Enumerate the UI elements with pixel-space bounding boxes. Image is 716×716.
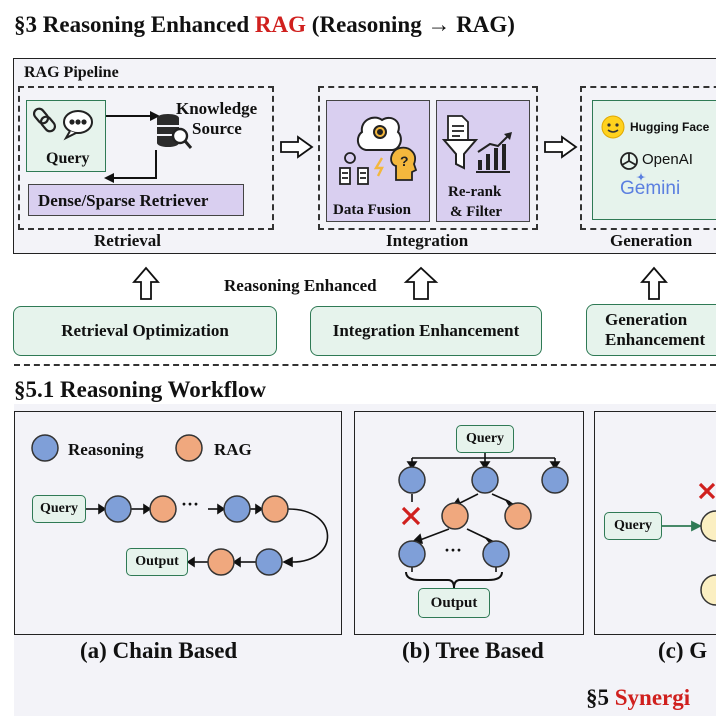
chain-ellipsis: ··· — [181, 494, 200, 514]
integration-enhancement-label: Integration Enhancement — [332, 321, 520, 341]
brain-gear-icon — [356, 116, 402, 151]
generation-enhancement-label-1: Generation — [605, 310, 688, 330]
retrieval-optimization-label: Retrieval Optimization — [61, 321, 229, 341]
openai-icon — [620, 152, 638, 170]
legend-rag-node — [175, 434, 203, 462]
tree-query-label: Query — [465, 431, 505, 446]
graph-node-lower — [700, 574, 716, 606]
database-search-icon — [157, 114, 193, 149]
tree-output-box: Output — [418, 588, 490, 618]
up-arrow-retrieval — [132, 266, 160, 300]
generation-group — [580, 86, 716, 230]
graph-prune-x-icon — [698, 482, 716, 500]
section-3-title: §3 Reasoning Enhanced RAG (Reasoning → R… — [14, 12, 515, 38]
integration-group — [318, 86, 538, 230]
title-highlight: RAG — [254, 12, 307, 37]
rerank-filter-icon — [441, 115, 512, 173]
tree-output-label: Output — [430, 594, 478, 611]
data-fusion-label: Data Fusion — [333, 202, 411, 218]
chain-node-3 — [223, 495, 251, 523]
chain-query-label: Query — [39, 501, 79, 516]
hollow-arrow-1 — [280, 135, 314, 159]
generation-label: Generation — [610, 231, 693, 250]
knowledge-label: Knowledge — [176, 99, 258, 118]
footer-highlight: Synergi — [614, 685, 691, 710]
chain-output-label: Output — [135, 554, 179, 569]
title-prefix: §3 Reasoning Enhanced — [14, 12, 255, 37]
legend-rag-label: RAG — [214, 440, 252, 459]
arrow-to-retriever — [104, 150, 157, 183]
gemini-spark-icon — [636, 172, 646, 182]
title-suffix: (Reasoning → RAG) — [306, 12, 515, 37]
document-icon — [447, 115, 469, 141]
link-icon — [32, 107, 57, 133]
openai-label: OpenAI — [642, 151, 693, 168]
people-docs-icon — [339, 152, 369, 185]
graph-query-label: Query — [613, 518, 653, 533]
chain-output-box: Output — [126, 548, 188, 576]
chain-node-2 — [149, 495, 177, 523]
legend-reasoning-node — [31, 434, 59, 462]
tree-node-l2-left — [441, 502, 469, 530]
tree-prune-x-icon — [401, 506, 421, 526]
footer-prefix: §5 — [586, 685, 615, 710]
chat-bubbles-icon — [63, 110, 93, 141]
graph-query-box: Query — [604, 512, 662, 540]
arrow-query-to-source — [106, 111, 160, 121]
caption-chain: (a) Chain Based — [80, 638, 238, 663]
retrieval-label: Retrieval — [94, 231, 162, 250]
tree-node-l3-left — [398, 540, 426, 568]
retriever-box — [28, 184, 244, 216]
funnel-icon — [441, 139, 479, 170]
legend-reasoning-label: Reasoning — [68, 440, 144, 459]
svg-text:?: ? — [400, 153, 409, 169]
tree-node-l1-left — [398, 466, 426, 494]
tree-query-box: Query — [456, 425, 514, 453]
rerank-label-1: Re-rank — [448, 184, 502, 200]
bar-chart-icon — [476, 144, 510, 173]
chain-node-4 — [261, 495, 289, 523]
tree-node-l2-right — [504, 502, 532, 530]
head-question-icon: ? — [390, 146, 418, 181]
up-arrow-generation — [640, 266, 668, 300]
reasoning-enhanced-label: Reasoning Enhanced — [224, 276, 377, 295]
hugging-face-icon — [601, 115, 625, 139]
chain-query-box: Query — [32, 495, 86, 523]
data-fusion-icon: ? — [339, 116, 418, 185]
retriever-label: Dense/Sparse Retriever — [38, 191, 209, 210]
tree-ellipsis: ··· — [444, 540, 463, 560]
rag-pipeline-title: RAG Pipeline — [24, 64, 119, 81]
up-arrow-integration — [403, 266, 439, 300]
generation-enhancement-label-2: Enhancement — [605, 330, 706, 349]
hollow-arrow-2 — [544, 135, 578, 159]
graph-node-center — [700, 510, 716, 542]
retrieval-group — [18, 86, 274, 230]
retrieval-optimization-pill: Retrieval Optimization — [13, 306, 277, 356]
generation-enhancement-pill: Generation Enhancement — [586, 304, 716, 356]
integration-label: Integration — [386, 231, 469, 250]
caption-tree: (b) Tree Based — [402, 638, 544, 663]
query-label: Query — [46, 150, 90, 167]
gemini-label: Gemini — [620, 178, 681, 199]
caption-graph: (c) G — [658, 638, 708, 663]
tree-node-l3-right — [482, 540, 510, 568]
hugging-face-label: Hugging Face — [630, 120, 710, 134]
query-icons — [32, 107, 93, 141]
chain-node-1 — [104, 495, 132, 523]
integration-enhancement-pill: Integration Enhancement — [310, 306, 542, 356]
tree-node-l1-right — [541, 466, 569, 494]
tree-node-l1-mid — [471, 466, 499, 494]
section-5-1-title: §5.1 Reasoning Workflow — [14, 377, 266, 402]
section-divider — [14, 364, 716, 366]
section-5-title: §5 Synergi — [586, 685, 690, 711]
chain-node-5 — [255, 548, 283, 576]
chain-node-6 — [207, 548, 235, 576]
rerank-label-2: & Filter — [450, 204, 503, 220]
source-label: Source — [192, 119, 242, 138]
